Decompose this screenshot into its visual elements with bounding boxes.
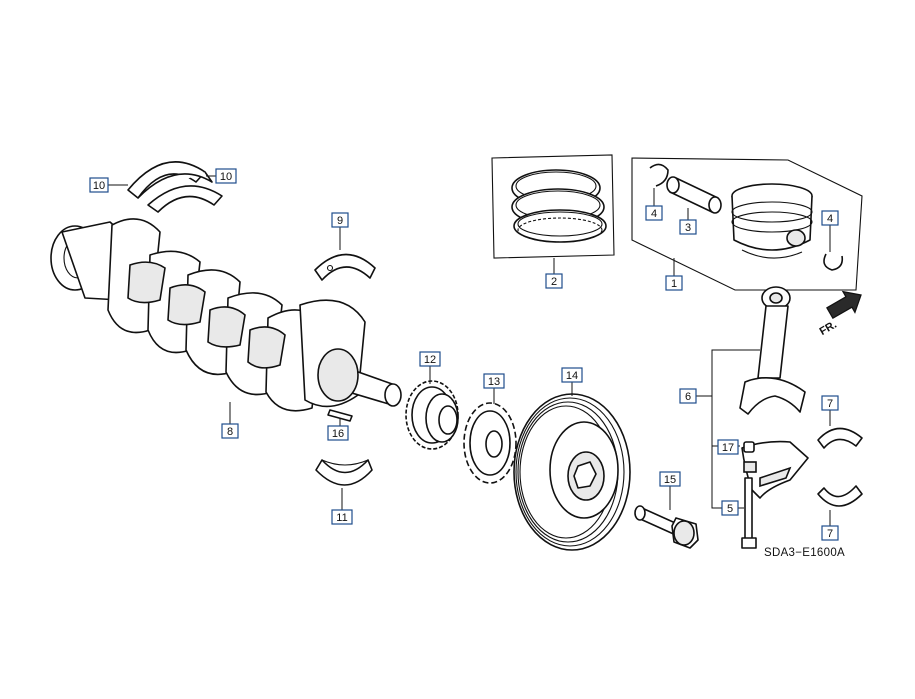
callout-label: 3 xyxy=(685,222,691,234)
crank-pulse-plate[interactable] xyxy=(463,402,517,484)
callout-17[interactable]: 17 xyxy=(717,439,739,455)
pulley-bolt[interactable] xyxy=(634,505,699,549)
front-arrow-icon xyxy=(826,290,862,320)
callout-10-right[interactable]: 10 xyxy=(215,168,237,184)
callout-label: 8 xyxy=(227,426,233,438)
callout-label: 16 xyxy=(332,428,344,440)
callout-label: 10 xyxy=(93,180,105,192)
main-bearing-upper[interactable] xyxy=(314,253,376,281)
connecting-rod-bolt[interactable] xyxy=(741,477,757,549)
front-direction-indicator: FR. xyxy=(818,290,862,338)
callout-15[interactable]: 15 xyxy=(659,471,681,487)
callout-label: 7 xyxy=(827,398,833,410)
callout-16[interactable]: 16 xyxy=(327,425,349,441)
callout-7-upper[interactable]: 7 xyxy=(821,395,839,411)
callout-1[interactable]: 1 xyxy=(665,275,683,291)
main-bearing-lower[interactable] xyxy=(315,459,373,486)
piston-pin-clip-left[interactable] xyxy=(649,163,669,187)
connecting-rod-bearing-lower[interactable] xyxy=(817,485,863,507)
callout-label: 9 xyxy=(337,215,343,227)
crankshaft-sprocket[interactable] xyxy=(405,380,459,450)
callout-label: 15 xyxy=(664,474,676,486)
front-label: FR. xyxy=(818,319,839,338)
callout-9[interactable]: 9 xyxy=(331,212,349,228)
callout-label: 12 xyxy=(424,354,436,366)
callout-7-lower[interactable]: 7 xyxy=(821,525,839,541)
callout-label: 2 xyxy=(551,276,557,288)
callout-4-left[interactable]: 4 xyxy=(645,205,663,221)
callout-6[interactable]: 6 xyxy=(679,388,697,404)
callout-label: 4 xyxy=(651,208,657,220)
piston-ring-set[interactable] xyxy=(511,169,607,243)
callout-label: 13 xyxy=(488,376,500,388)
callout-label: 17 xyxy=(722,442,734,454)
connecting-rod[interactable] xyxy=(739,286,806,415)
callout-label: 1 xyxy=(671,278,677,290)
piston-pin[interactable] xyxy=(666,176,722,214)
diagram-code: SDA3−E1600A xyxy=(764,547,845,559)
callout-10-left[interactable]: 10 xyxy=(89,177,109,193)
callout-12[interactable]: 12 xyxy=(419,351,441,367)
connecting-rod-cap[interactable] xyxy=(741,440,809,499)
thrust-washer-pair[interactable] xyxy=(127,161,223,213)
callout-label: 10 xyxy=(220,171,232,183)
knock-pin[interactable] xyxy=(743,441,755,453)
callout-label: 7 xyxy=(827,528,833,540)
callout-label: 14 xyxy=(566,370,578,382)
piston-set-box xyxy=(631,157,863,291)
callout-3[interactable]: 3 xyxy=(679,219,697,235)
callout-4-right[interactable]: 4 xyxy=(821,210,839,226)
piston-ring-set-box xyxy=(491,154,615,259)
callout-label: 11 xyxy=(336,512,347,524)
callout-8[interactable]: 8 xyxy=(221,423,239,439)
piston-pin-clip-right[interactable] xyxy=(823,253,844,271)
callout-2[interactable]: 2 xyxy=(545,273,563,289)
callout-label: 5 xyxy=(727,503,733,515)
crankshaft[interactable] xyxy=(50,218,402,412)
crankshaft-pulley[interactable] xyxy=(513,393,631,551)
callout-label: 4 xyxy=(827,213,833,225)
callout-label: 6 xyxy=(685,391,691,403)
callout-5[interactable]: 5 xyxy=(721,500,739,516)
connecting-rod-bearing-upper[interactable] xyxy=(817,427,863,449)
woodruff-key[interactable] xyxy=(327,409,353,422)
callout-11[interactable]: 11 xyxy=(331,509,353,525)
callout-13[interactable]: 13 xyxy=(483,373,505,389)
callout-14[interactable]: 14 xyxy=(561,367,583,383)
piston[interactable] xyxy=(731,183,813,259)
